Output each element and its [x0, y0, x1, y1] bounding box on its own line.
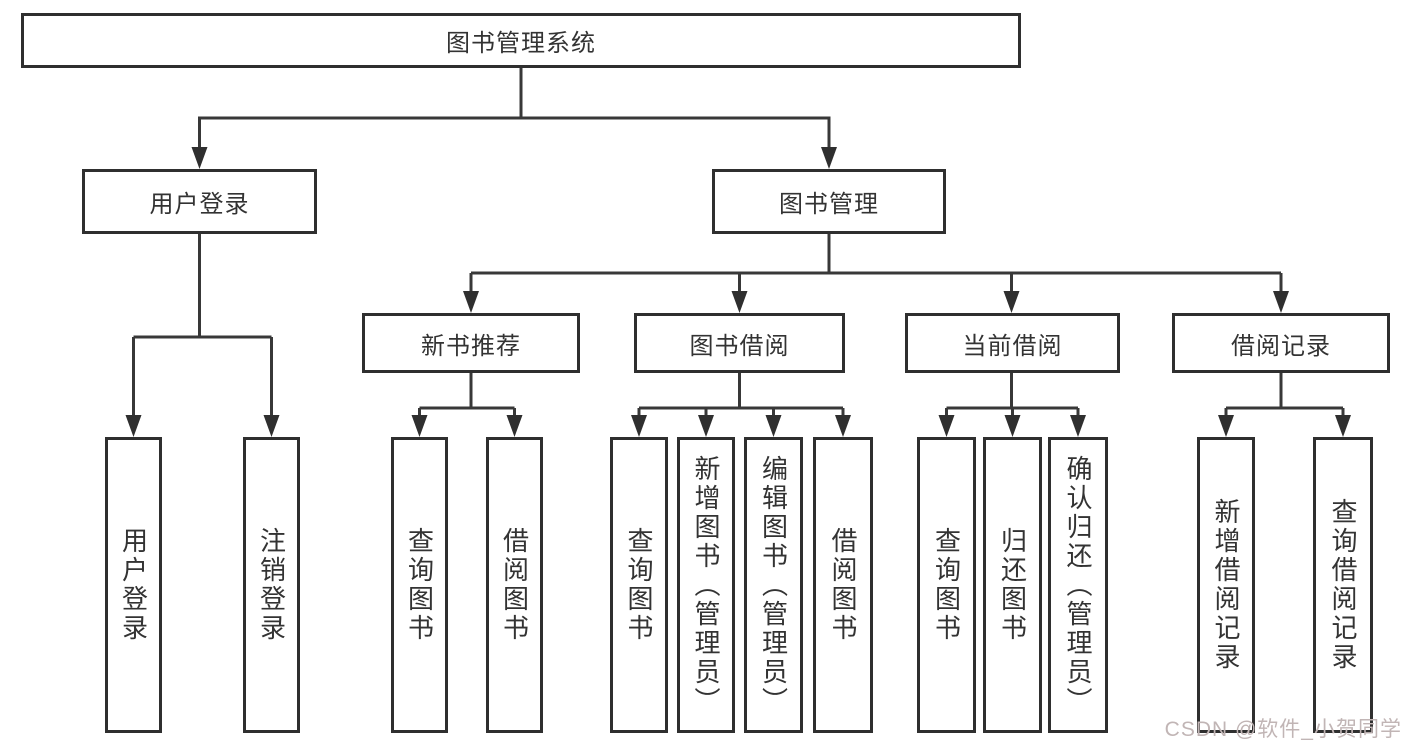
leaf-query-borrow-record-label: 查询借阅记录: [1328, 498, 1358, 672]
leaf-return-book-label: 归还图书: [997, 527, 1028, 643]
arrowheads: [125, 147, 1351, 437]
leaf-user-login: 用户登录: [105, 437, 162, 733]
leaf-borrow-books-recommend-label: 借阅图书: [499, 527, 530, 643]
connector-newbook-to-leaves: [418, 373, 516, 416]
leaf-return-book: 归还图书: [983, 437, 1042, 733]
leaf-query-books-current-label: 查询图书: [931, 527, 962, 643]
node-book-borrowing: 图书借阅: [634, 313, 845, 373]
node-new-book-recommend-label: 新书推荐: [421, 332, 521, 360]
leaf-query-books-recommend: 查询图书: [391, 437, 448, 733]
leaf-confirm-return-admin: 确认归还（管理员）: [1048, 437, 1108, 733]
node-new-book-recommend: 新书推荐: [362, 313, 580, 373]
watermark-text: CSDN @软件_小贺同学: [1164, 718, 1402, 741]
leaf-add-book-admin: 新增图书（管理员）: [677, 437, 735, 733]
node-root: 图书管理系统: [21, 13, 1021, 68]
leaf-query-borrow-record: 查询借阅记录: [1313, 437, 1373, 733]
connector-records-to-leaves: [1224, 373, 1345, 416]
connector-root-to-level2: [198, 68, 831, 148]
node-borrowing-records: 借阅记录: [1172, 313, 1390, 373]
leaf-add-borrow-record: 新增借阅记录: [1197, 437, 1255, 733]
leaf-query-books-recommend-label: 查询图书: [404, 527, 435, 643]
node-current-borrowing: 当前借阅: [905, 313, 1120, 373]
leaf-add-book-admin-label: 新增图书（管理员）: [691, 454, 721, 716]
node-root-label: 图书管理系统: [446, 30, 596, 57]
node-current-borrowing-label: 当前借阅: [962, 332, 1063, 360]
connector-borrowing-to-leaves: [637, 373, 845, 416]
connector-bookmgmt-to-level3: [469, 233, 1283, 292]
leaf-edit-book-admin: 编辑图书（管理员）: [744, 437, 803, 733]
leaf-confirm-return-admin-label: 确认归还（管理员）: [1063, 454, 1093, 716]
connector-current-to-leaves: [945, 373, 1080, 416]
leaf-add-borrow-record-label: 新增借阅记录: [1211, 498, 1241, 672]
node-book-management: 图书管理: [712, 169, 946, 234]
leaf-borrow-books-borrowing-label: 借阅图书: [828, 527, 858, 643]
leaf-borrow-books-borrowing: 借阅图书: [813, 437, 873, 733]
leaf-query-books-current: 查询图书: [917, 437, 976, 733]
connector-userlogin-to-leaves: [132, 233, 273, 416]
node-book-borrowing-label: 图书借阅: [689, 332, 790, 360]
node-book-management-label: 图书管理: [779, 191, 879, 218]
node-user-login: 用户登录: [82, 169, 317, 234]
leaf-query-books-borrowing-label: 查询图书: [624, 527, 654, 643]
leaf-edit-book-admin-label: 编辑图书（管理员）: [758, 454, 789, 716]
leaf-borrow-books-recommend: 借阅图书: [486, 437, 543, 733]
node-user-login-label: 用户登录: [149, 191, 250, 218]
leaf-logout: 注销登录: [243, 437, 300, 733]
leaf-logout-label: 注销登录: [256, 527, 287, 643]
node-borrowing-records-label: 借阅记录: [1231, 332, 1331, 360]
leaf-query-books-borrowing: 查询图书: [610, 437, 668, 733]
leaf-user-login-label: 用户登录: [118, 527, 149, 643]
